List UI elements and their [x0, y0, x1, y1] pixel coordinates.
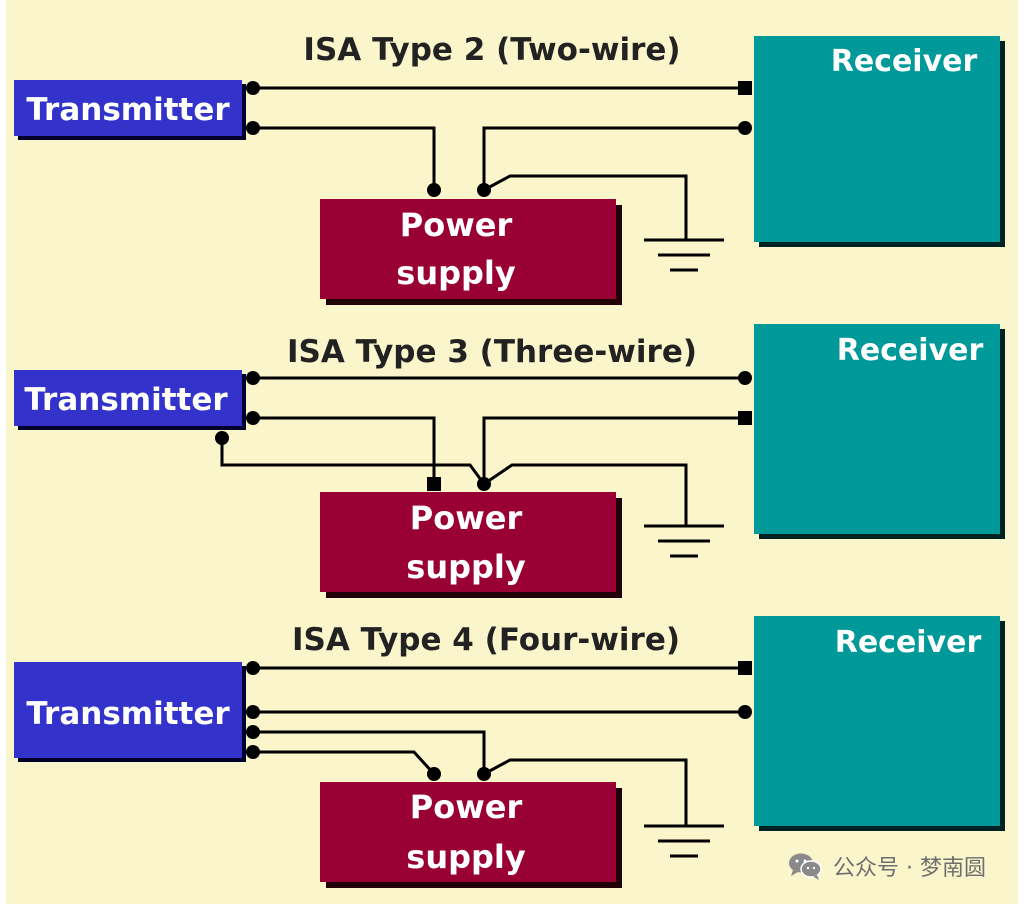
type2-wires	[248, 86, 897, 240]
type2-transmitter: Transmitter	[14, 80, 246, 140]
type3-receiver: Receiver	[754, 324, 1005, 539]
type2-receiver-label: Receiver	[831, 44, 978, 79]
type2-diagram: ISA Type 2 (Two-wire) Transmitter Receiv…	[14, 32, 1005, 305]
type4-power-supply: Power supply	[320, 782, 622, 888]
type2-power-supply: Power supply	[320, 199, 622, 305]
watermark-text: 公众号 · 梦南圆	[833, 856, 986, 881]
type4-transmitter: Transmitter	[14, 662, 246, 762]
watermark: 公众号 · 梦南圆	[787, 850, 986, 882]
type3-power-supply: Power supply	[320, 492, 622, 598]
type4-transmitter-label: Transmitter	[26, 696, 230, 732]
type2-receiver: Receiver	[754, 36, 1005, 247]
type4-receiver: Receiver	[754, 616, 1005, 831]
type4-supply-label: supply	[406, 838, 526, 876]
type3-title: ISA Type 3 (Three-wire)	[287, 334, 697, 370]
type3-power-label: Power	[410, 499, 523, 537]
type4-title: ISA Type 4 (Four-wire)	[292, 622, 680, 658]
type4-terminals	[246, 661, 752, 781]
type2-power-label: Power	[400, 206, 513, 244]
type2-terminals	[246, 81, 752, 197]
type3-diagram: ISA Type 3 (Three-wire) Transmitter Rece…	[14, 324, 1005, 598]
type4-ground-icon	[644, 824, 724, 858]
type2-ground-icon	[644, 238, 724, 272]
type3-transmitter-label: Transmitter	[24, 382, 228, 418]
type3-receiver-label: Receiver	[837, 333, 984, 368]
type4-receiver-label: Receiver	[835, 625, 982, 660]
type3-terminals	[215, 371, 752, 491]
type3-transmitter: Transmitter	[14, 370, 246, 430]
type4-diagram: ISA Type 4 (Four-wire) Transmitter Recei…	[14, 616, 1005, 888]
type4-power-label: Power	[410, 788, 523, 826]
type2-transmitter-label: Transmitter	[26, 92, 230, 128]
type3-ground-icon	[644, 524, 724, 558]
wechat-icon	[789, 853, 822, 880]
type2-supply-label: supply	[396, 254, 516, 292]
type3-supply-label: supply	[406, 548, 526, 586]
type2-title: ISA Type 2 (Two-wire)	[303, 32, 680, 68]
